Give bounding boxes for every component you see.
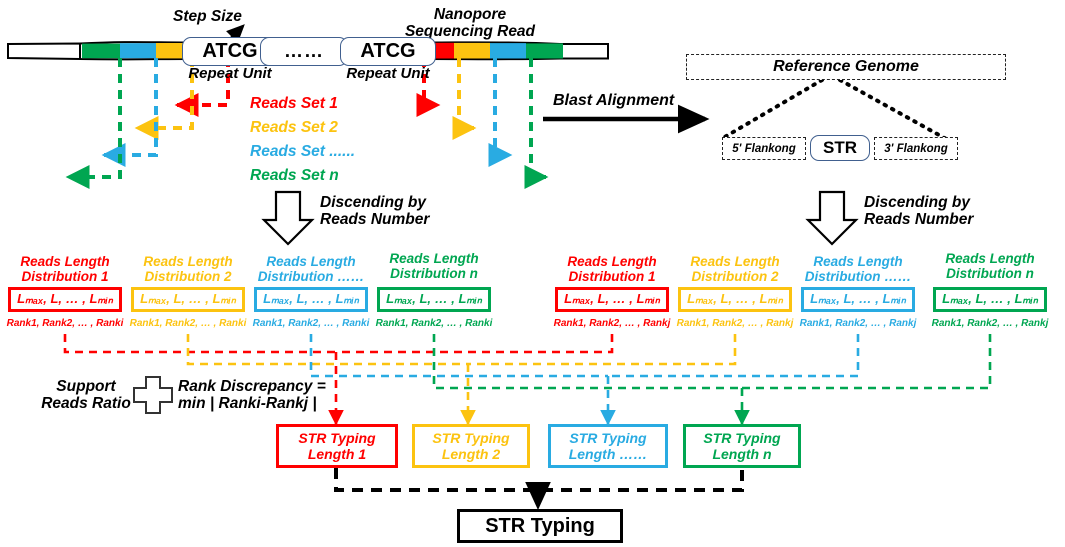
dist-left-lengths-2: Lₘₐₓ, L, … , Lₘᵢₙ bbox=[131, 287, 245, 312]
dist-left-ranks-1: Rank1, Rank2, … , Ranki bbox=[6, 318, 124, 329]
reads-set-label-4: Reads Set n bbox=[250, 167, 339, 184]
dist-left-title-2: Reads Length Distribution 2 bbox=[143, 254, 233, 285]
dist-right-lengths-2: Lₘₐₓ, L, … , Lₘᵢₙ bbox=[678, 287, 792, 312]
str-typing-result-box: STR Typing bbox=[457, 509, 623, 543]
descending-label-right: Discending by Reads Number bbox=[864, 194, 974, 229]
descending-arrow-left bbox=[261, 190, 315, 246]
reads-set-label-2: Reads Set 2 bbox=[250, 119, 338, 136]
blast-alignment-label: Blast Alignment bbox=[553, 92, 675, 109]
step-size-label: Step Size bbox=[173, 8, 242, 25]
dist-left-ranks-3: Rank1, Rank2, … , Ranki bbox=[252, 318, 370, 329]
three-prime-flank-box: 3' Flankong bbox=[874, 137, 958, 160]
str-typing-length-box-1: STR Typing Length 1 bbox=[276, 424, 398, 468]
support-reads-ratio-label: Support Reads Ratio bbox=[41, 378, 131, 413]
reads-set-label-3: Reads Set ...... bbox=[250, 143, 356, 160]
dist-right-title-1: Reads Length Distribution 1 bbox=[567, 254, 657, 285]
reads-set-label-1: Reads Set 1 bbox=[250, 95, 338, 112]
descending-arrow-right bbox=[805, 190, 859, 246]
dist-right-title-4: Reads Length Distribution n bbox=[945, 251, 1035, 282]
reference-genome-funnel bbox=[721, 78, 950, 142]
dist-right-lengths-1: Lₘₐₓ, L, … , Lₘᵢₙ bbox=[555, 287, 669, 312]
nanopore-read-label: Nanopore Sequencing Read bbox=[404, 6, 536, 41]
dist-right-ranks-3: Rank1, Rank2, … , Rankj bbox=[799, 318, 917, 329]
dist-left-title-3: Reads Length Distribution …… bbox=[257, 254, 365, 285]
reference-genome-box: Reference Genome bbox=[686, 54, 1006, 80]
descending-label-left: Discending by Reads Number bbox=[320, 194, 430, 229]
rank-discrepancy-label: Rank Discrepancy = min | Ranki-Rankj | bbox=[178, 378, 326, 413]
dist-left-ranks-2: Rank1, Rank2, … , Ranki bbox=[129, 318, 247, 329]
dist-right-ranks-2: Rank1, Rank2, … , Rankj bbox=[676, 318, 794, 329]
dist-left-ranks-4: Rank1, Rank2, … , Ranki bbox=[375, 318, 493, 329]
str-typing-length-box-2: STR Typing Length 2 bbox=[412, 424, 530, 468]
dist-right-lengths-3: Lₘₐₓ, L, … , Lₘᵢₙ bbox=[801, 287, 915, 312]
dist-right-ranks-1: Rank1, Rank2, … , Rankj bbox=[553, 318, 671, 329]
connector-green bbox=[432, 334, 992, 426]
dist-left-title-1: Reads Length Distribution 1 bbox=[20, 254, 110, 285]
repeat-unit-left-caption: Repeat Unit bbox=[188, 65, 272, 82]
dist-left-lengths-4: Lₘₐₓ, L, … , Lₘᵢₙ bbox=[377, 287, 491, 312]
repeat-unit-right-box: ATCG bbox=[340, 37, 436, 66]
connector-red bbox=[63, 334, 614, 426]
plus-shape-icon bbox=[133, 376, 173, 414]
dist-left-lengths-3: Lₘₐₓ, L, … , Lₘᵢₙ bbox=[254, 287, 368, 312]
connector-blue bbox=[309, 334, 860, 426]
str-typing-length-box-3: STR Typing Length …… bbox=[548, 424, 668, 468]
result-collector-line bbox=[334, 468, 744, 510]
dist-right-ranks-4: Rank1, Rank2, … , Rankj bbox=[931, 318, 1049, 329]
dist-left-title-4: Reads Length Distribution n bbox=[389, 251, 479, 282]
repeat-unit-ellipsis-box: …… bbox=[260, 37, 348, 66]
dist-right-lengths-4: Lₘₐₓ, L, … , Lₘᵢₙ bbox=[933, 287, 1047, 312]
dist-right-title-3: Reads Length Distribution …… bbox=[804, 254, 912, 285]
dist-left-lengths-1: Lₘₐₓ, L, … , Lₘᵢₙ bbox=[8, 287, 122, 312]
repeat-unit-right-caption: Repeat Unit bbox=[346, 65, 430, 82]
str-region-box: STR bbox=[810, 135, 870, 161]
dist-right-title-2: Reads Length Distribution 2 bbox=[690, 254, 780, 285]
five-prime-flank-box: 5' Flankong bbox=[722, 137, 806, 160]
str-typing-length-box-4: STR Typing Length n bbox=[683, 424, 801, 468]
read-set-brackets-right bbox=[416, 58, 549, 189]
right-flank-color-segments bbox=[420, 42, 563, 59]
